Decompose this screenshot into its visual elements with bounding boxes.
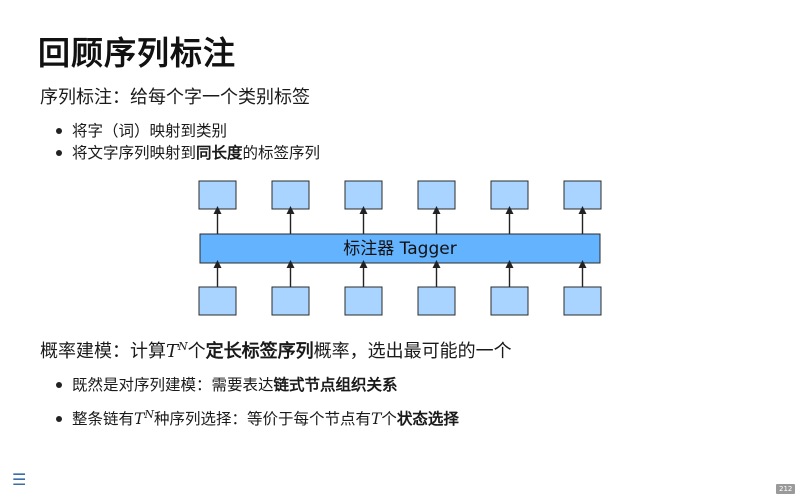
- bullet-text-mid2: 个: [381, 410, 397, 428]
- bullet-text: 将字（词）映射到类别: [72, 122, 228, 140]
- bullet-text-pre: 整条链有: [72, 410, 135, 428]
- prob-text-mid: 个: [187, 341, 206, 362]
- bullet-list-mapping: 将字（词）映射到类别 将文字序列映射到同长度的标签序列: [56, 120, 320, 164]
- prob-text-post: 概率，选出最可能的一个: [313, 341, 512, 362]
- input-box: [271, 286, 310, 316]
- probability-text: 概率建模：计算TN个定长标签序列概率，选出最可能的一个: [40, 337, 512, 363]
- prob-text-bold: 定长标签序列: [205, 341, 314, 362]
- input-box: [344, 286, 383, 316]
- math-sup-n: N: [178, 340, 188, 353]
- bullet-list-chain: 既然是对序列建模：需要表达链式节点组织关系 整条链有TN种序列选择：等价于每个节…: [56, 372, 459, 432]
- input-box: [417, 286, 456, 316]
- intro-text: 序列标注：给每个字一个类别标签: [40, 87, 310, 108]
- output-box: [490, 180, 529, 210]
- bullet-text-bold: 同长度: [196, 144, 243, 162]
- bullet-text-mid: 种序列选择：等价于每个节点有: [153, 410, 371, 428]
- input-box: [198, 286, 237, 316]
- output-label-boxes: [198, 180, 602, 210]
- tagger-block: [199, 233, 601, 264]
- slide-title: 回顾序列标注: [38, 34, 237, 72]
- bullet-item: 整条链有TN种序列选择：等价于每个节点有T个状态选择: [56, 406, 459, 432]
- input-arrows: [213, 260, 587, 287]
- prob-text-pre: 概率建模：计算: [40, 341, 166, 362]
- math-var-t: T: [371, 410, 382, 428]
- math-var-t: T: [134, 410, 145, 428]
- bullet-item: 既然是对序列建模：需要表达链式节点组织关系: [56, 372, 459, 398]
- page-number: 212: [776, 484, 796, 494]
- input-box: [563, 286, 602, 316]
- output-box: [563, 180, 602, 210]
- output-box: [271, 180, 310, 210]
- bullet-text-bold: 状态选择: [396, 410, 459, 428]
- input-box: [490, 286, 529, 316]
- bullet-text-pre: 将文字序列映射到: [72, 144, 197, 162]
- bullet-item: 将字（词）映射到类别: [56, 120, 320, 142]
- input-char-boxes: [198, 286, 602, 316]
- bullet-item: 将文字序列映射到同长度的标签序列: [56, 142, 320, 164]
- bullet-text-bold: 链式节点组织关系: [273, 376, 398, 394]
- output-arrows: [213, 206, 587, 234]
- output-box: [198, 180, 237, 210]
- math-sup-n: N: [144, 407, 154, 421]
- math-var-t: T: [166, 341, 179, 362]
- output-box: [344, 180, 383, 210]
- bullet-text-pre: 既然是对序列建模：需要表达: [72, 376, 274, 394]
- bullet-text-post: 的标签序列: [242, 144, 321, 162]
- output-box: [417, 180, 456, 210]
- tagger-label: 标注器 Tagger: [343, 239, 456, 259]
- hamburger-menu-icon[interactable]: ☰: [12, 470, 27, 489]
